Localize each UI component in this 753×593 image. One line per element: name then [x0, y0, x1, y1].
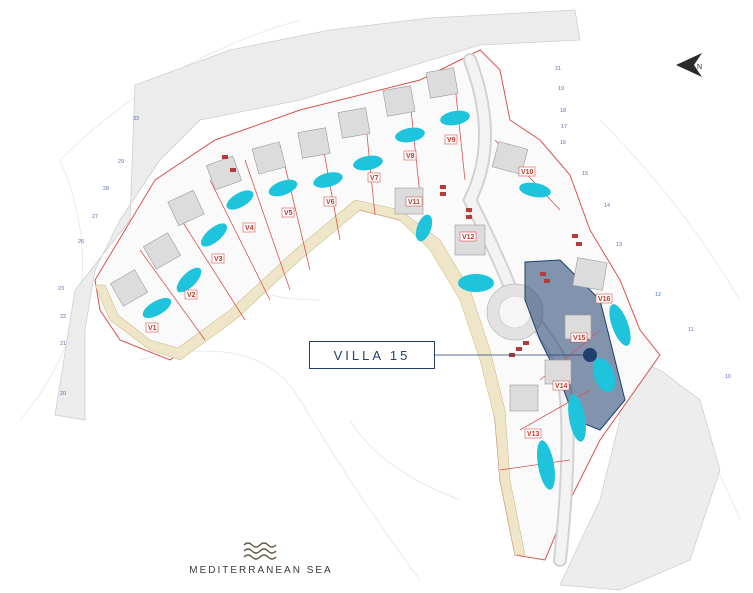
- svg-text:11: 11: [688, 327, 694, 333]
- north-label: N: [697, 64, 702, 71]
- villa-label-v11[interactable]: V11: [408, 199, 420, 206]
- villa-label-v15[interactable]: V15: [573, 335, 586, 342]
- villa-label-box-v16: [595, 293, 613, 304]
- svg-text:26: 26: [78, 239, 84, 245]
- svg-text:20: 20: [60, 391, 66, 397]
- beach-path: [94, 199, 526, 556]
- svg-text:33: 33: [133, 116, 139, 122]
- villa-label-box-v12: [459, 231, 477, 242]
- villa-label-v6[interactable]: V6: [326, 199, 335, 206]
- svg-text:13: 13: [616, 242, 622, 248]
- villa-15-callout[interactable]: VILLA 15: [309, 341, 435, 369]
- villa-label-box-v14: [552, 380, 570, 391]
- north-arrow: N: [674, 50, 708, 85]
- svg-text:10: 10: [725, 374, 731, 380]
- svg-text:12: 12: [655, 292, 661, 298]
- svg-text:17: 17: [561, 124, 567, 130]
- sea-label: MEDITERRANEAN SEA: [189, 565, 333, 576]
- villa-label-box-v4: [242, 222, 256, 233]
- villa-label-box-v3: [211, 253, 225, 264]
- villa-label-box-v8: [403, 150, 417, 161]
- svg-text:18: 18: [560, 108, 566, 114]
- villa-label-v2[interactable]: V2: [187, 292, 196, 299]
- villa-label-box-v7: [367, 172, 381, 183]
- villa-label-box-v15: [570, 332, 588, 343]
- svg-text:21: 21: [60, 341, 66, 347]
- villa-label-box-v9: [444, 134, 458, 145]
- svg-text:22: 22: [60, 314, 66, 320]
- svg-text:15: 15: [582, 171, 588, 177]
- villa-label-v7[interactable]: V7: [370, 175, 379, 182]
- survey-numbers: 20 21 22 23 26 27 28 29 33 21 19 18 17 1…: [58, 66, 731, 397]
- svg-text:23: 23: [58, 286, 64, 292]
- svg-text:28: 28: [103, 186, 109, 192]
- svg-text:16: 16: [560, 140, 566, 146]
- villa-label-v8[interactable]: V8: [406, 153, 415, 160]
- villa-buildings: [109, 67, 608, 412]
- villa-label-v13[interactable]: V13: [527, 431, 540, 438]
- villa-label-v16[interactable]: V16: [598, 296, 611, 303]
- villa-label-v10[interactable]: V10: [521, 169, 534, 176]
- villa-label-box-v5: [281, 207, 295, 218]
- villa-15-marker[interactable]: [583, 348, 597, 362]
- villa-label-v9[interactable]: V9: [447, 137, 456, 144]
- villa-label-v3[interactable]: V3: [214, 256, 223, 263]
- villa-label-v1[interactable]: V1: [148, 325, 157, 332]
- villa-label-box-v10: [518, 166, 536, 177]
- villa-label-v14[interactable]: V14: [555, 383, 568, 390]
- north-arrow-icon: N: [676, 53, 702, 77]
- svg-text:27: 27: [92, 214, 98, 220]
- svg-text:21: 21: [555, 66, 561, 72]
- coastal-rock-band: [54, 9, 721, 591]
- villa-label-v5[interactable]: V5: [284, 210, 293, 217]
- parking-markers: [222, 155, 582, 357]
- villa-pools: [142, 110, 631, 490]
- villa-label-box-v13: [524, 428, 542, 439]
- villa-label-v4[interactable]: V4: [245, 225, 254, 232]
- svg-text:19: 19: [558, 86, 564, 92]
- villa-label-box-v6: [323, 196, 337, 207]
- villa-label-v12[interactable]: V12: [462, 234, 475, 241]
- svg-text:14: 14: [604, 203, 610, 209]
- sea-waves-icon: [243, 542, 277, 560]
- callout-label: VILLA 15: [333, 347, 411, 363]
- villa-label-box-v11: [405, 196, 423, 207]
- villa-label-box-v1: [145, 322, 159, 333]
- villa-label-box-v2: [184, 289, 198, 300]
- svg-text:29: 29: [118, 159, 124, 165]
